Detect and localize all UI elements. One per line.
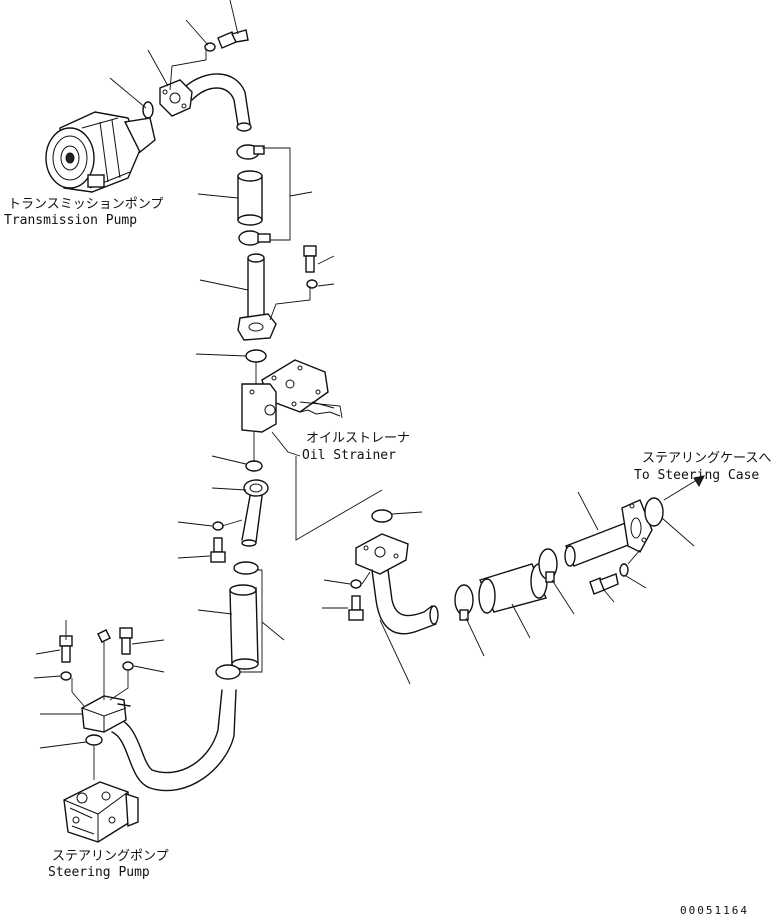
o-ring-steering-pump (85, 734, 103, 746)
washer-left-mid (212, 521, 224, 531)
o-ring-strainer-top (245, 349, 267, 363)
clamp-delivery-1 (454, 584, 474, 621)
lower-nut-middle (97, 629, 111, 643)
tube-to-strainer (237, 253, 277, 341)
transmission-pump (45, 111, 156, 193)
lower-washer-right (122, 661, 134, 671)
steering-pump-label-jp: ステアリングポンプ (52, 849, 169, 864)
delivery-elbow (355, 533, 439, 635)
bolt-steering-case (589, 563, 629, 595)
lower-bolt-right (119, 627, 133, 655)
short-elbow (241, 479, 269, 547)
oil-strainer-label-en: Oil Strainer (302, 448, 396, 463)
o-ring-pump-outlet (142, 101, 154, 119)
lower-flange-block (81, 695, 131, 733)
steering-pump-label-en: Steering Pump (48, 865, 150, 880)
flow-arrow (663, 477, 701, 501)
hose-assembly-upper (236, 144, 271, 246)
bolt-delivery (348, 595, 364, 621)
to-steering-case-label-en: To Steering Case (634, 468, 759, 483)
o-ring-steering-case (644, 497, 664, 527)
to-steering-case-label-jp: ステアリングケースへ (642, 451, 771, 466)
oil-strainer (241, 359, 341, 433)
lower-washer-left (60, 671, 72, 681)
clamp-delivery-2 (538, 548, 558, 583)
hose-assembly-middle (215, 561, 259, 680)
steering-pump (63, 781, 139, 843)
transmission-pump-label-jp: トランスミッションポンプ (8, 197, 163, 212)
top-flange-elbow (159, 73, 252, 132)
o-ring-delivery (371, 509, 393, 523)
transmission-pump-label-en: Transmission Pump (4, 213, 137, 228)
oil-strainer-label-jp: オイルストレーナ (306, 431, 410, 446)
bolt-right-upper (303, 245, 318, 289)
suction-tube-lower (111, 689, 223, 774)
o-ring-strainer-bottom (245, 460, 263, 472)
hose-delivery (478, 563, 548, 614)
drawing-number: 00051164 (680, 904, 749, 917)
tube-to-steering-case (564, 499, 653, 567)
bolt-left-mid (210, 537, 226, 563)
top-bolt (204, 29, 249, 52)
washer-delivery (350, 579, 362, 589)
